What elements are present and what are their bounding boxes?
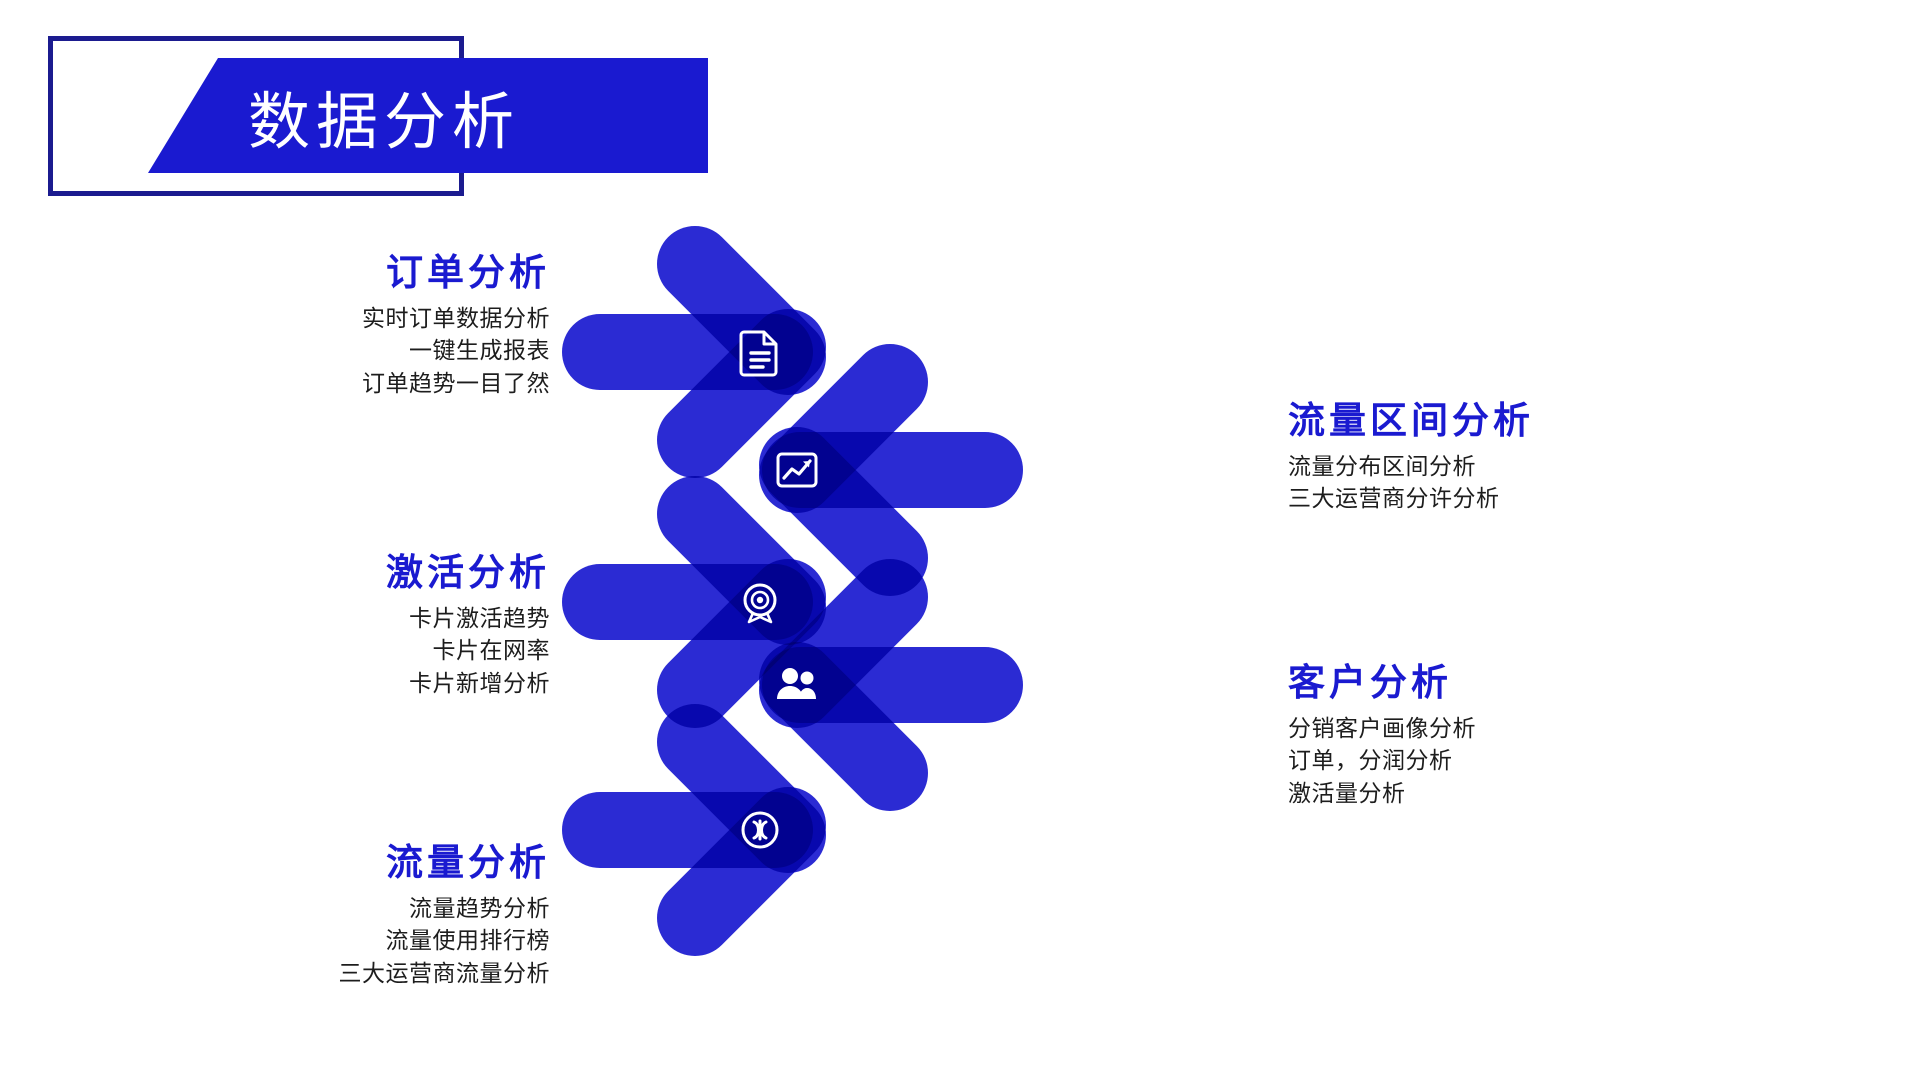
section-line-3-1: 卡片激活趋势 <box>409 605 550 632</box>
section-heading-3: 激活分析 <box>386 551 550 594</box>
section-line-5-2: 流量使用排行榜 <box>385 928 550 955</box>
section-line-5-1: 流量趋势分析 <box>409 895 550 922</box>
arrow-shape-2 <box>740 340 1160 600</box>
section-text-1: 订单分析 实时订单数据分析 一键生成报表 订单趋势一目了然 <box>80 251 550 401</box>
title-group: 数据分析 <box>48 36 708 206</box>
section-heading-2: 流量区间分析 <box>1288 399 1534 442</box>
arrow-shape-4 <box>740 555 1160 815</box>
section-text-2: 流量区间分析 流量分布区间分析 三大运营商分许分析 <box>1288 399 1758 516</box>
section-text-4: 客户分析 分销客户画像分析 订单，分润分析 激活量分析 <box>1288 661 1758 811</box>
section-line-3-2: 卡片在网率 <box>432 638 550 665</box>
arrow-shape-1 <box>560 222 980 482</box>
section-line-2-1: 流量分布区间分析 <box>1288 453 1476 480</box>
arrow-shape-5 <box>560 700 980 960</box>
section-line-5-3: 三大运营商流量分析 <box>338 960 550 987</box>
section-text-3: 激活分析 卡片激活趋势 卡片在网率 卡片新增分析 <box>80 551 550 701</box>
page-title: 数据分析 <box>248 84 521 158</box>
section-line-3-3: 卡片新增分析 <box>409 670 550 697</box>
section-heading-4: 客户分析 <box>1288 661 1452 704</box>
section-line-4-1: 分销客户画像分析 <box>1288 715 1476 742</box>
section-line-4-3: 激活量分析 <box>1288 780 1406 807</box>
section-heading-1: 订单分析 <box>386 251 550 294</box>
title-banner-shape <box>148 58 708 173</box>
section-heading-5: 流量分析 <box>386 841 550 884</box>
section-line-2-2: 三大运营商分许分析 <box>1288 486 1500 513</box>
section-line-1-2: 一键生成报表 <box>409 338 550 365</box>
section-line-1-1: 实时订单数据分析 <box>362 305 550 332</box>
arrow-graphic-5 <box>562 704 826 956</box>
section-line-4-2: 订单，分润分析 <box>1288 748 1453 775</box>
section-line-1-3: 订单趋势一目了然 <box>362 370 550 397</box>
section-text-5: 流量分析 流量趋势分析 流量使用排行榜 三大运营商流量分析 <box>80 841 550 991</box>
